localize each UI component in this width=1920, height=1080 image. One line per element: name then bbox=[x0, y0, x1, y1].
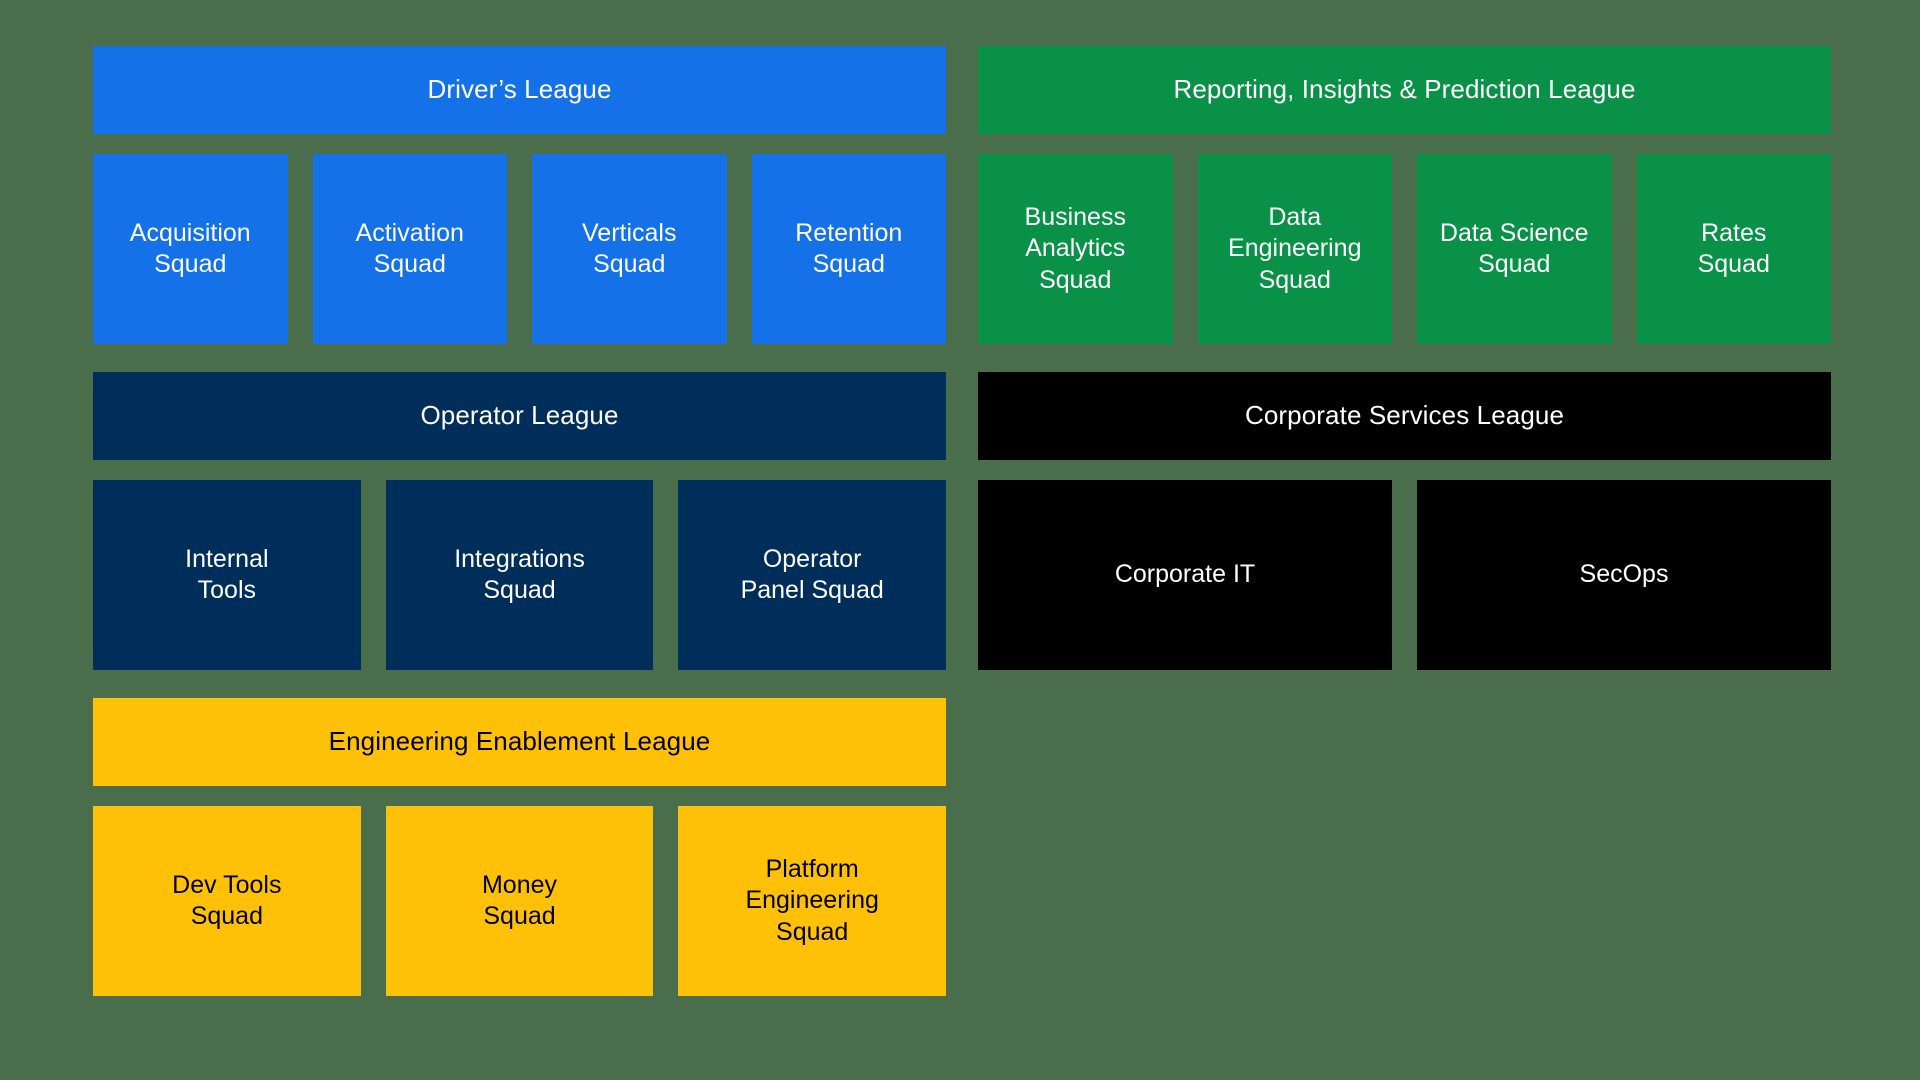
squad-box[interactable]: Activation Squad bbox=[312, 154, 507, 344]
drivers-league-header[interactable]: Driver’s League bbox=[93, 46, 946, 134]
operator-league-header[interactable]: Operator League bbox=[93, 372, 946, 460]
squad-box[interactable]: Business Analytics Squad bbox=[978, 154, 1173, 344]
squad-box[interactable]: Rates Squad bbox=[1636, 154, 1831, 344]
squad-box[interactable]: Money Squad bbox=[385, 806, 654, 996]
squad-box[interactable]: Verticals Squad bbox=[532, 154, 727, 344]
engineering-enablement-league-header[interactable]: Engineering Enablement League bbox=[93, 698, 946, 786]
squad-box[interactable]: Corporate IT bbox=[978, 480, 1392, 670]
squad-box[interactable]: SecOps bbox=[1417, 480, 1831, 670]
squad-box[interactable]: Data Science Squad bbox=[1417, 154, 1612, 344]
squad-box[interactable]: Internal Tools bbox=[93, 480, 361, 670]
squad-box[interactable]: Data Engineering Squad bbox=[1197, 154, 1392, 344]
squad-box[interactable]: Dev Tools Squad bbox=[93, 806, 361, 996]
squad-box[interactable]: Acquisition Squad bbox=[93, 154, 288, 344]
squad-box[interactable]: Operator Panel Squad bbox=[678, 480, 947, 670]
reporting-insights-prediction-league-header[interactable]: Reporting, Insights & Prediction League bbox=[978, 46, 1831, 134]
corporate-services-league-header[interactable]: Corporate Services League bbox=[978, 372, 1831, 460]
squad-box[interactable]: Platform Engineering Squad bbox=[678, 806, 947, 996]
squad-box[interactable]: Retention Squad bbox=[751, 154, 946, 344]
squad-box[interactable]: Integrations Squad bbox=[385, 480, 654, 670]
